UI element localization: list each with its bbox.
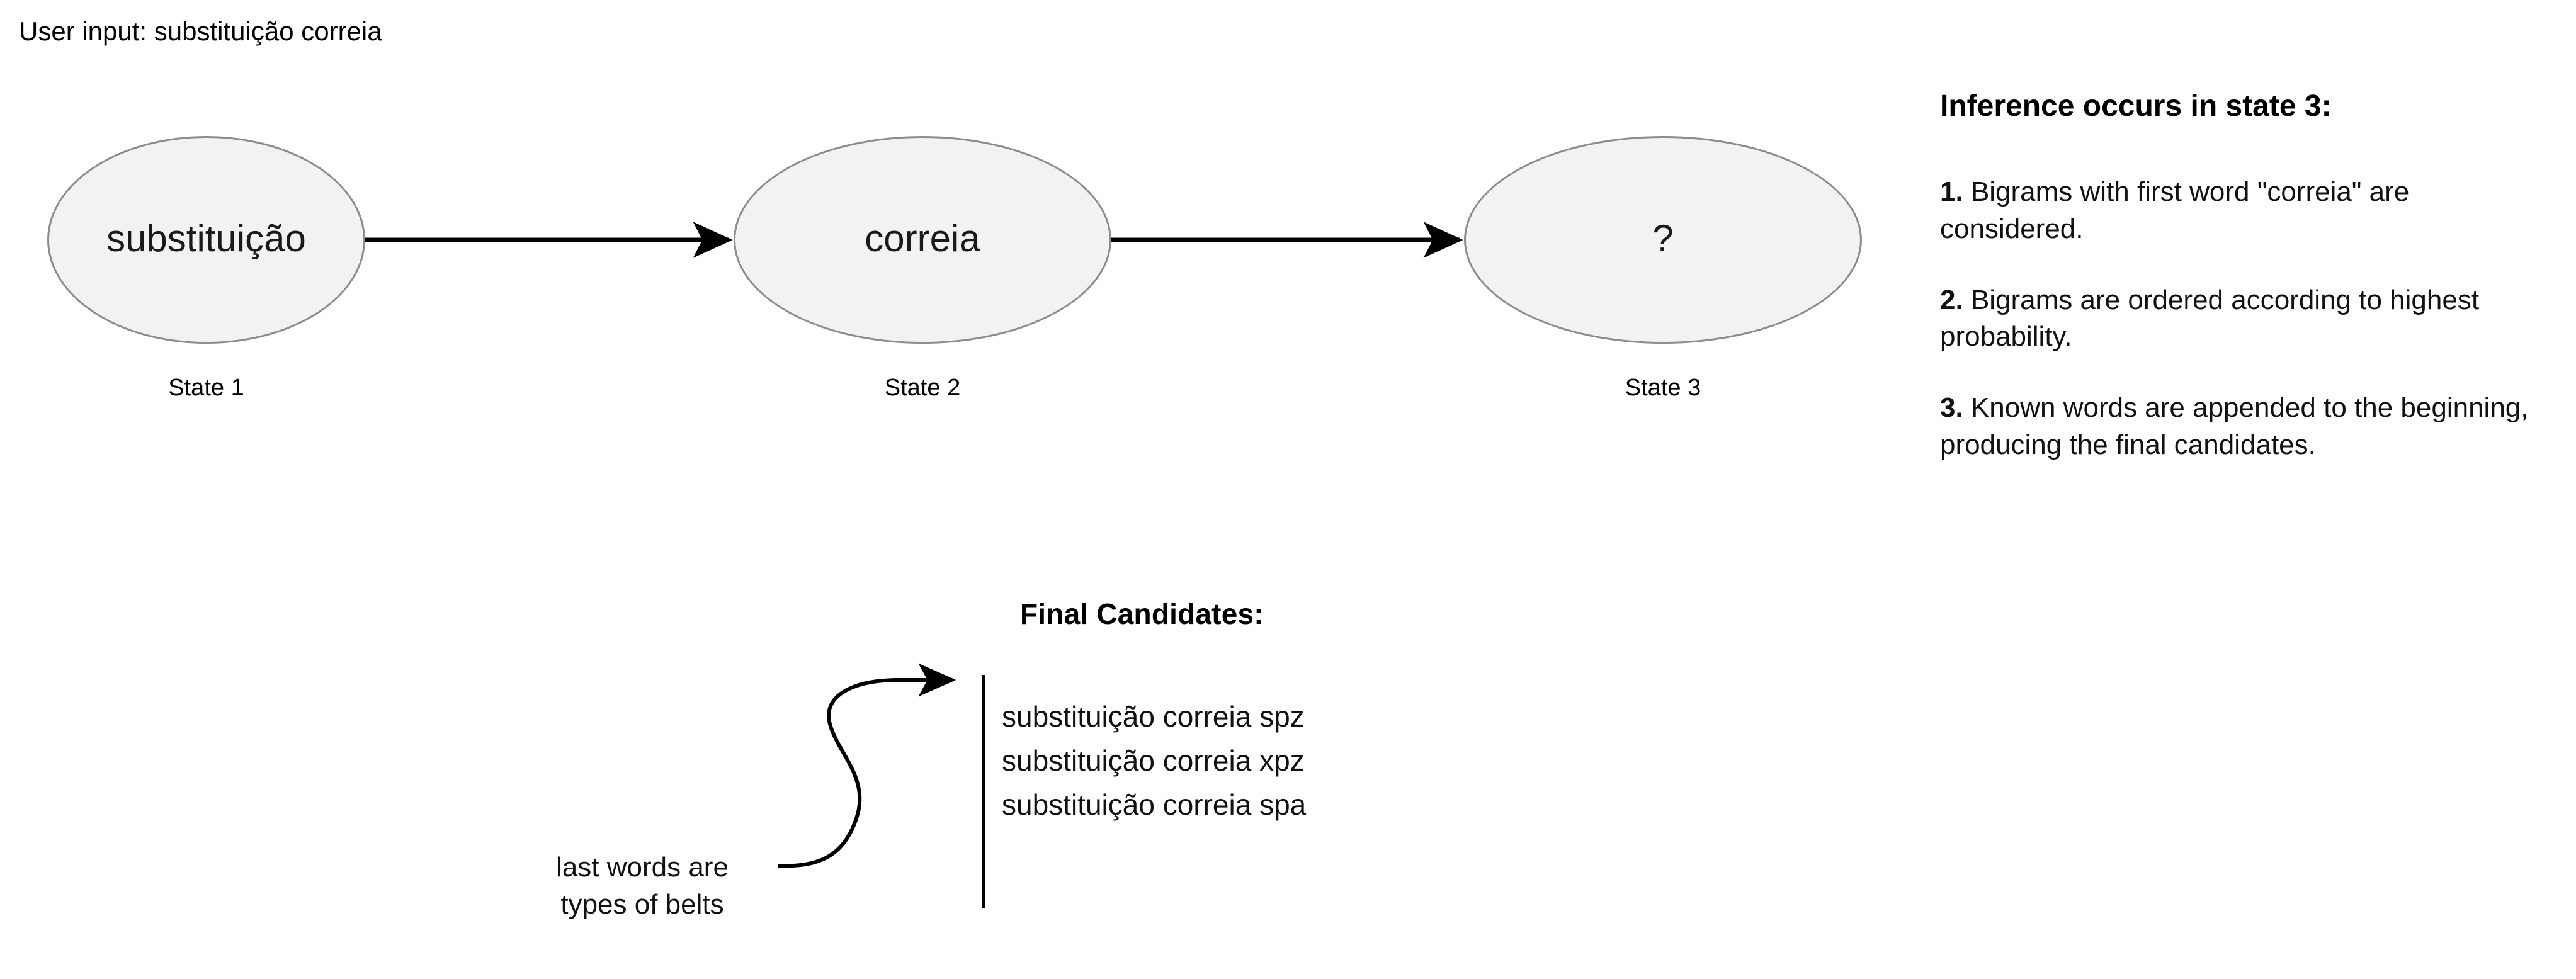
state-node-2-label: correia xyxy=(865,217,980,259)
explanation-step-3-number: 3. xyxy=(1940,392,1963,424)
state-node-2[interactable]: correia xyxy=(734,136,1111,344)
explanation-step-3: 3. Known words are appended to the begin… xyxy=(1940,390,2545,464)
state-node-1[interactable]: substituição xyxy=(47,136,365,344)
explanation-step-2-number: 2. xyxy=(1940,284,1963,315)
explanation-step-1-number: 1. xyxy=(1940,176,1963,207)
list-item[interactable]: substituição correia spa xyxy=(1002,788,1307,821)
edge-annotation-to-candidates xyxy=(777,663,956,868)
state-node-2-caption: State 2 xyxy=(884,375,961,401)
explanation-step-1: 1. Bigrams with first word "correia" are… xyxy=(1940,174,2545,248)
final-candidates-divider xyxy=(982,675,985,908)
explanation-heading: Inference occurs in state 3: xyxy=(1940,89,2332,123)
annotation-line-2: types of belts xyxy=(560,889,724,920)
final-candidates-title: Final Candidates: xyxy=(1020,597,1264,630)
annotation-line-1: last words are xyxy=(556,852,729,883)
user-input-caption: User input: substituição correia xyxy=(19,16,382,46)
state-node-1-label: substituição xyxy=(106,217,306,259)
explanation-step-1-text: Bigrams with first word "correia" are co… xyxy=(1940,176,2410,244)
explanation-step-2: 2. Bigrams are ordered according to high… xyxy=(1940,282,2545,356)
list-item[interactable]: substituição correia xpz xyxy=(1002,744,1305,777)
annotation-last-words: last words are types of belts xyxy=(507,849,778,924)
explanation-panel: Inference occurs in state 3: 1. Bigrams … xyxy=(1940,88,2545,498)
state-node-3[interactable]: ? xyxy=(1464,136,1862,344)
list-item[interactable]: substituição correia spz xyxy=(1002,700,1305,733)
explanation-step-3-text: Known words are appended to the beginnin… xyxy=(1940,392,2529,461)
state-node-3-label: ? xyxy=(1652,217,1674,259)
state-node-3-caption: State 3 xyxy=(1625,375,1701,401)
state-node-1-caption: State 1 xyxy=(168,375,244,401)
final-candidates-list: substituição correia spz substituição co… xyxy=(1002,695,1694,827)
explanation-step-2-text: Bigrams are ordered according to highest… xyxy=(1940,284,2480,353)
